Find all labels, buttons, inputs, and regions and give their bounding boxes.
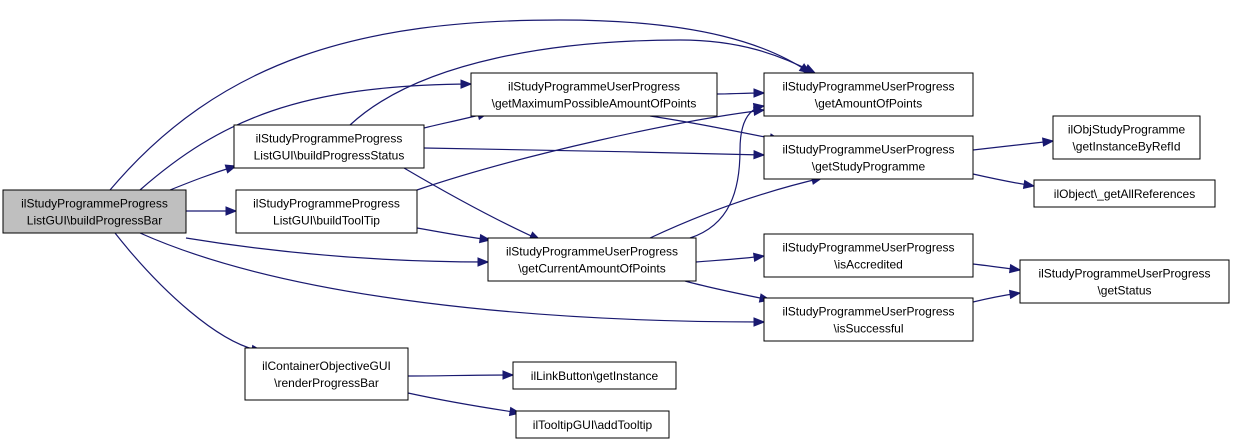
node-label-line: \getStatus bbox=[1097, 284, 1151, 298]
edge-n0-n3 bbox=[114, 232, 263, 352]
node-label-line: ilLinkButton\getInstance bbox=[531, 369, 659, 383]
edge-n2-n5 bbox=[416, 227, 491, 241]
node-label-line: ilStudyProgrammeProgress bbox=[256, 132, 403, 146]
node-label-line: \getAmountOfPoints bbox=[815, 97, 922, 111]
node-box[interactable] bbox=[763, 72, 974, 117]
node-label-line: \getMaximumPossibleAmountOfPoints bbox=[492, 97, 697, 111]
arrowhead-n0-n2 bbox=[225, 206, 238, 216]
node-label-line: \getStudyProgramme bbox=[812, 160, 926, 174]
edge-n0-n4 bbox=[139, 83, 472, 191]
node-n3[interactable]: ilContainerObjectiveGUI \renderProgressBa… bbox=[244, 347, 409, 401]
node-label-line: ListGUI\buildToolTip bbox=[273, 214, 380, 228]
node-label-line: ilStudyProgrammeUserProgress bbox=[508, 80, 680, 94]
node-box[interactable] bbox=[763, 135, 974, 180]
node-label-line: ilStudyProgrammeUserProgress bbox=[782, 305, 954, 319]
node-n11[interactable]: ilStudyProgrammeUserProgress \isSuccessfu… bbox=[763, 297, 974, 342]
node-n14[interactable]: ilStudyProgrammeUserProgress \getStatus bbox=[1019, 259, 1230, 304]
node-n1[interactable]: ilStudyProgrammeProgressListGUI\buildPro… bbox=[233, 124, 425, 169]
edge-n0-n5 bbox=[185, 237, 489, 263]
edge-n1-n9 bbox=[423, 147, 765, 156]
node-label-line: ilObject\_getAllReferences bbox=[1054, 187, 1195, 201]
arrowhead-n0-n1 bbox=[224, 164, 238, 174]
node-n8[interactable]: ilStudyProgrammeUserProgress \getAmountOf… bbox=[763, 72, 974, 117]
arrowhead-n4-n8 bbox=[753, 88, 766, 98]
node-box[interactable] bbox=[233, 124, 425, 169]
node-n10[interactable]: ilStudyProgrammeUserProgress \isAccredite… bbox=[763, 233, 974, 278]
edge-n5-n11 bbox=[684, 280, 771, 301]
node-box[interactable] bbox=[1019, 259, 1230, 304]
node-box[interactable] bbox=[487, 237, 697, 282]
node-label-line: ilStudyProgrammeUserProgress bbox=[782, 241, 954, 255]
node-label-line: ilObjStudyProgramme bbox=[1068, 123, 1186, 137]
node-box[interactable] bbox=[1052, 115, 1201, 160]
node-label-line: ilStudyProgrammeProgress bbox=[21, 197, 168, 211]
edge-n0-n8 bbox=[109, 19, 811, 191]
node-n2[interactable]: ilStudyProgrammeProgressListGUI\buildToo… bbox=[235, 189, 418, 234]
arrowhead-n3-n6 bbox=[502, 370, 515, 380]
node-label-line: \renderProgressBar bbox=[274, 376, 379, 390]
node-label-line: ilStudyProgrammeUserProgress bbox=[506, 245, 678, 259]
call-nodes: ilStudyProgrammeProgressListGUI\buildPro… bbox=[2, 72, 1230, 439]
node-box[interactable] bbox=[763, 233, 974, 278]
node-label-line: \getCurrentAmountOfPoints bbox=[518, 262, 665, 276]
edge-n5-n8 bbox=[689, 105, 765, 239]
node-label-line: ilStudyProgrammeUserProgress bbox=[782, 143, 954, 157]
node-label-line: \isSuccessful bbox=[833, 322, 903, 336]
node-n4[interactable]: ilStudyProgrammeUserProgress \getMaximumP… bbox=[470, 72, 718, 117]
node-label-line: ListGUI\buildProgressStatus bbox=[254, 149, 405, 163]
node-n6[interactable]: ilLinkButton\getInstance bbox=[512, 361, 677, 390]
node-n12[interactable]: ilObjStudyProgramme \getInstanceByRefId bbox=[1052, 115, 1201, 160]
edge-n1-n8 bbox=[349, 39, 816, 126]
arrowhead-n5-n8 bbox=[752, 102, 766, 113]
node-n5[interactable]: ilStudyProgrammeUserProgress \getCurrentA… bbox=[487, 237, 697, 282]
edge-n3-n7 bbox=[407, 392, 521, 414]
node-label-line: ilStudyProgrammeProgress bbox=[253, 197, 400, 211]
edge-n2-n8 bbox=[416, 109, 765, 191]
node-box[interactable] bbox=[763, 297, 974, 342]
node-box[interactable] bbox=[244, 347, 409, 401]
edge-n1-n5 bbox=[403, 167, 541, 241]
arrowhead-n0-n11 bbox=[753, 317, 766, 327]
arrowhead-n10-n14 bbox=[1009, 263, 1022, 274]
edge-n0-n11 bbox=[139, 232, 765, 323]
arrowhead-n9-n13 bbox=[1022, 179, 1036, 190]
edge-n3-n6 bbox=[407, 374, 514, 377]
node-n9[interactable]: ilStudyProgrammeUserProgress \getStudyPro… bbox=[763, 135, 974, 180]
node-label-line: \getInstanceByRefId bbox=[1072, 140, 1180, 154]
arrowhead-n9-n12 bbox=[1042, 137, 1055, 147]
arrowhead-n1-n9 bbox=[753, 149, 766, 160]
edge-n0-n1 bbox=[169, 165, 237, 191]
arrowhead-n5-n10 bbox=[753, 252, 766, 262]
node-label-line: ilTooltipGUI\addTooltip bbox=[533, 418, 653, 432]
node-box[interactable] bbox=[512, 361, 677, 390]
node-n7[interactable]: ilTooltipGUI\addTooltip bbox=[515, 410, 670, 439]
arrowhead-n11-n14 bbox=[1009, 289, 1022, 300]
arrowhead-n2-n5 bbox=[479, 233, 492, 244]
node-box[interactable] bbox=[2, 189, 187, 234]
edge-n5-n9 bbox=[649, 177, 823, 239]
node-label-line: ListGUI\buildProgressBar bbox=[27, 214, 162, 228]
edge-n9-n12 bbox=[972, 140, 1054, 151]
node-n0[interactable]: ilStudyProgrammeProgressListGUI\buildPro… bbox=[2, 189, 187, 234]
arrowhead-n0-n5 bbox=[477, 257, 490, 267]
edge-n4-n9 bbox=[649, 115, 781, 141]
node-label-line: ilContainerObjectiveGUI bbox=[262, 359, 391, 373]
node-box[interactable] bbox=[1033, 179, 1216, 208]
node-box[interactable] bbox=[470, 72, 718, 117]
arrowhead-n0-n4 bbox=[460, 79, 473, 89]
node-label-line: ilStudyProgrammeUserProgress bbox=[1038, 267, 1210, 281]
node-box[interactable] bbox=[235, 189, 418, 234]
node-label-line: \isAccredited bbox=[834, 258, 903, 272]
node-n13[interactable]: ilObject\_getAllReferences bbox=[1033, 179, 1216, 208]
node-box[interactable] bbox=[515, 410, 670, 439]
node-label-line: ilStudyProgrammeUserProgress bbox=[782, 80, 954, 94]
